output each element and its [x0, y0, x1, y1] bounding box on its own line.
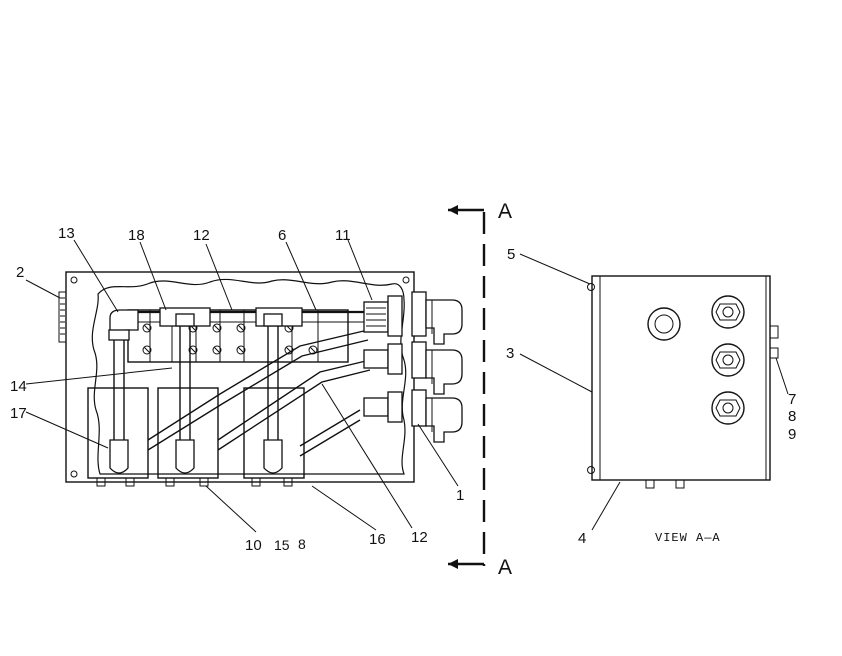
port-fitting-1: [711, 295, 745, 329]
leader-lines: [25, 239, 459, 533]
callout-6: 6: [278, 227, 286, 244]
view-a-a-box: [519, 253, 789, 531]
callout-13: 13: [58, 225, 75, 242]
callout-8-right: 8: [788, 408, 796, 425]
valve-assembly: [25, 239, 463, 533]
port-fitting-3: [711, 391, 745, 425]
section-line: [448, 205, 486, 569]
callout-16: 16: [369, 531, 386, 548]
hydraulic-lines: [147, 329, 371, 457]
callout-5: 5: [507, 246, 515, 263]
callouts: 13 18 12 6 11 2 14 17 10 15 8 16 12 1 5 …: [10, 200, 796, 579]
valve-stems: [108, 313, 283, 474]
callout-4: 4: [578, 530, 586, 547]
screw-icon: [587, 283, 595, 291]
port-fitting-2: [711, 343, 745, 377]
callout-11: 11: [335, 227, 351, 244]
callout-3: 3: [506, 345, 514, 362]
view-label: VIEW A—A: [655, 531, 721, 545]
cutaway-outline: [91, 278, 407, 475]
callout-14: 14: [10, 378, 27, 395]
callout-7: 7: [788, 391, 796, 408]
callout-12-bottom: 12: [411, 529, 428, 546]
right-fittings: [363, 291, 463, 443]
section-mark-bottom: A: [498, 556, 512, 579]
callout-17: 17: [10, 405, 27, 422]
port-large: [647, 307, 681, 341]
callout-2: 2: [16, 264, 24, 281]
valve-body-1: [87, 387, 149, 479]
callout-18: 18: [128, 227, 145, 244]
callout-15: 15: [274, 537, 290, 553]
callout-12-top: 12: [193, 227, 210, 244]
callout-9: 9: [788, 426, 796, 443]
callout-8-left: 8: [298, 536, 306, 552]
callout-1: 1: [456, 487, 464, 504]
screw-icon: [70, 470, 78, 478]
screw-icon: [402, 276, 410, 284]
mounting-bracket: [58, 291, 67, 343]
screw-icon: [587, 466, 595, 474]
callout-10: 10: [245, 537, 262, 554]
section-mark-top: A: [498, 200, 512, 223]
screw-icon: [70, 276, 78, 284]
